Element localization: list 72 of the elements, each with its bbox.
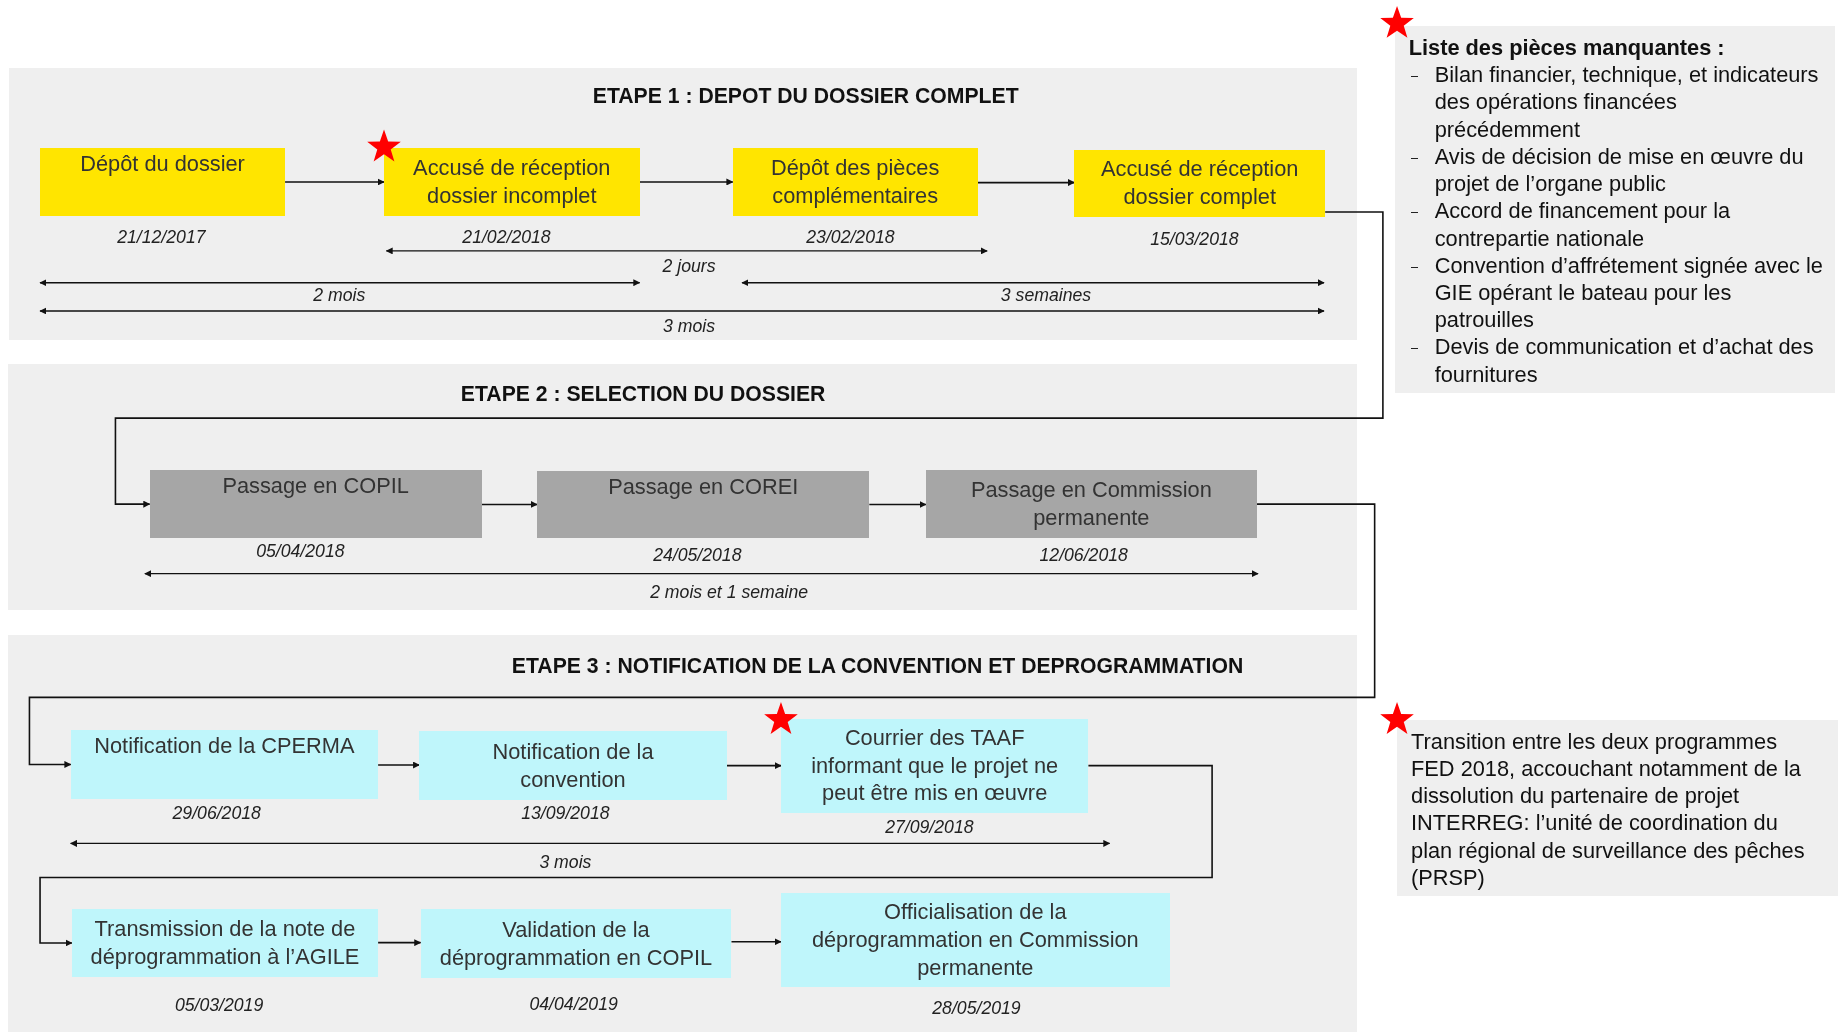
- step-label: Notification de la CPERMA: [94, 732, 355, 760]
- step-label: Accusé de réception dossier incomplet: [412, 154, 612, 210]
- step-label: Dépôt du dossier: [80, 150, 245, 179]
- date-label: 23/02/2018: [806, 227, 895, 249]
- stage-panel: [9, 68, 1357, 341]
- date-label: 05/04/2018: [256, 540, 345, 562]
- arrow: [730, 938, 782, 946]
- arrow: [284, 178, 385, 186]
- stage-panel: [8, 363, 1357, 611]
- duration-label: 3 mois: [663, 315, 716, 337]
- process-box: [384, 148, 640, 216]
- process-box: [149, 469, 482, 539]
- arrow: [480, 500, 538, 508]
- process-box: [780, 892, 1170, 988]
- process-box: [71, 909, 379, 977]
- step-label: Accusé de réception dossier complet: [1100, 155, 1300, 211]
- step-label: Courrier des TAAF informant que le projet ne peut être mis en œuvre: [810, 724, 1060, 808]
- duration-label: 2 jours: [662, 255, 716, 277]
- process-box: [40, 148, 286, 216]
- date-label: 05/03/2019: [174, 995, 264, 1017]
- process-box: [419, 731, 727, 800]
- note-text: Transition entre les deux programmes FED 2018, accouchant notamment de la dissolution du partenaire de projet INTERREG: l’unité de coordination du plan régional de surveillance des pêches (PRSP): [1411, 727, 1806, 892]
- note-panel: [1397, 719, 1838, 897]
- step-label: Dépôt des pièces complémentaires: [770, 154, 941, 210]
- date-label: 24/05/2018: [653, 545, 742, 567]
- date-label: 13/09/2018: [521, 803, 610, 825]
- duration-label: 3 semaines: [1000, 285, 1092, 307]
- list-item: Accord de financement pour la contrepartie nationale: [1408, 197, 1826, 252]
- date-label: 04/04/2019: [529, 994, 618, 1016]
- duration-label: 2 mois et 1 semaine: [650, 581, 809, 603]
- arrow: [868, 500, 927, 508]
- duration-label: 3 mois: [539, 851, 592, 873]
- step-label: Notification de la convention: [491, 737, 655, 794]
- step-label: Passage en COPIL: [222, 471, 409, 500]
- step-label: Passage en Commission permanente: [969, 476, 1213, 532]
- process-box: [70, 730, 379, 799]
- arrow: [638, 178, 734, 186]
- note-heading: Liste des pièces manquantes :: [1408, 33, 1726, 62]
- date-label: 12/06/2018: [1039, 545, 1128, 567]
- date-label: 21/02/2018: [462, 227, 551, 249]
- step-label: Transmission de la note de déprogrammation à l’AGILE: [89, 915, 361, 971]
- date-label: 29/06/2018: [172, 803, 261, 825]
- process-box: [420, 909, 732, 978]
- date-label: 27/09/2018: [885, 817, 974, 839]
- stage-panel: [8, 634, 1357, 1032]
- date-label: 28/05/2019: [932, 997, 1021, 1019]
- date-label: 15/03/2018: [1150, 228, 1239, 250]
- process-box: [1074, 149, 1326, 217]
- step-label: Validation de la déprogrammation en COPIL: [438, 915, 714, 972]
- list-item: Devis de communication et d’achat des fournitures: [1408, 333, 1826, 388]
- arrow: [114, 211, 1384, 508]
- list-item: Convention d’affrétement signée avec le GIE opérant le bateau pour les patrouilles: [1408, 251, 1826, 334]
- step-label: Passage en COREI: [608, 473, 799, 501]
- note-panel: [1394, 25, 1836, 394]
- list-item: Avis de décision de mise en œuvre du projet de l’organe public: [1408, 142, 1826, 198]
- process-box: [780, 718, 1089, 813]
- duration-label: 2 mois: [313, 285, 366, 307]
- process-box: [537, 471, 870, 539]
- list-item: Bilan financier, technique, et indicateurs des opérations financées précédemment: [1408, 61, 1826, 143]
- arrow: [976, 179, 1076, 187]
- arrow: [28, 503, 1376, 768]
- stage-title: ETAPE 3 : NOTIFICATION DE LA CONVENTION ET DEPROGRAMMATION: [511, 653, 1244, 678]
- date-label: 21/12/2017: [117, 227, 206, 249]
- process-box: [732, 148, 978, 216]
- arrow: [377, 761, 421, 769]
- process-box: [925, 469, 1257, 539]
- stage-title: ETAPE 2 : SELECTION DU DOSSIER: [460, 381, 826, 406]
- arrow: [726, 762, 782, 770]
- stage-title: ETAPE 1 : DEPOT DU DOSSIER COMPLET: [592, 83, 1019, 108]
- step-label: Officialisation de la déprogrammation en Commission permanente: [810, 898, 1140, 982]
- arrow: [377, 939, 422, 947]
- arrow: [39, 764, 1213, 947]
